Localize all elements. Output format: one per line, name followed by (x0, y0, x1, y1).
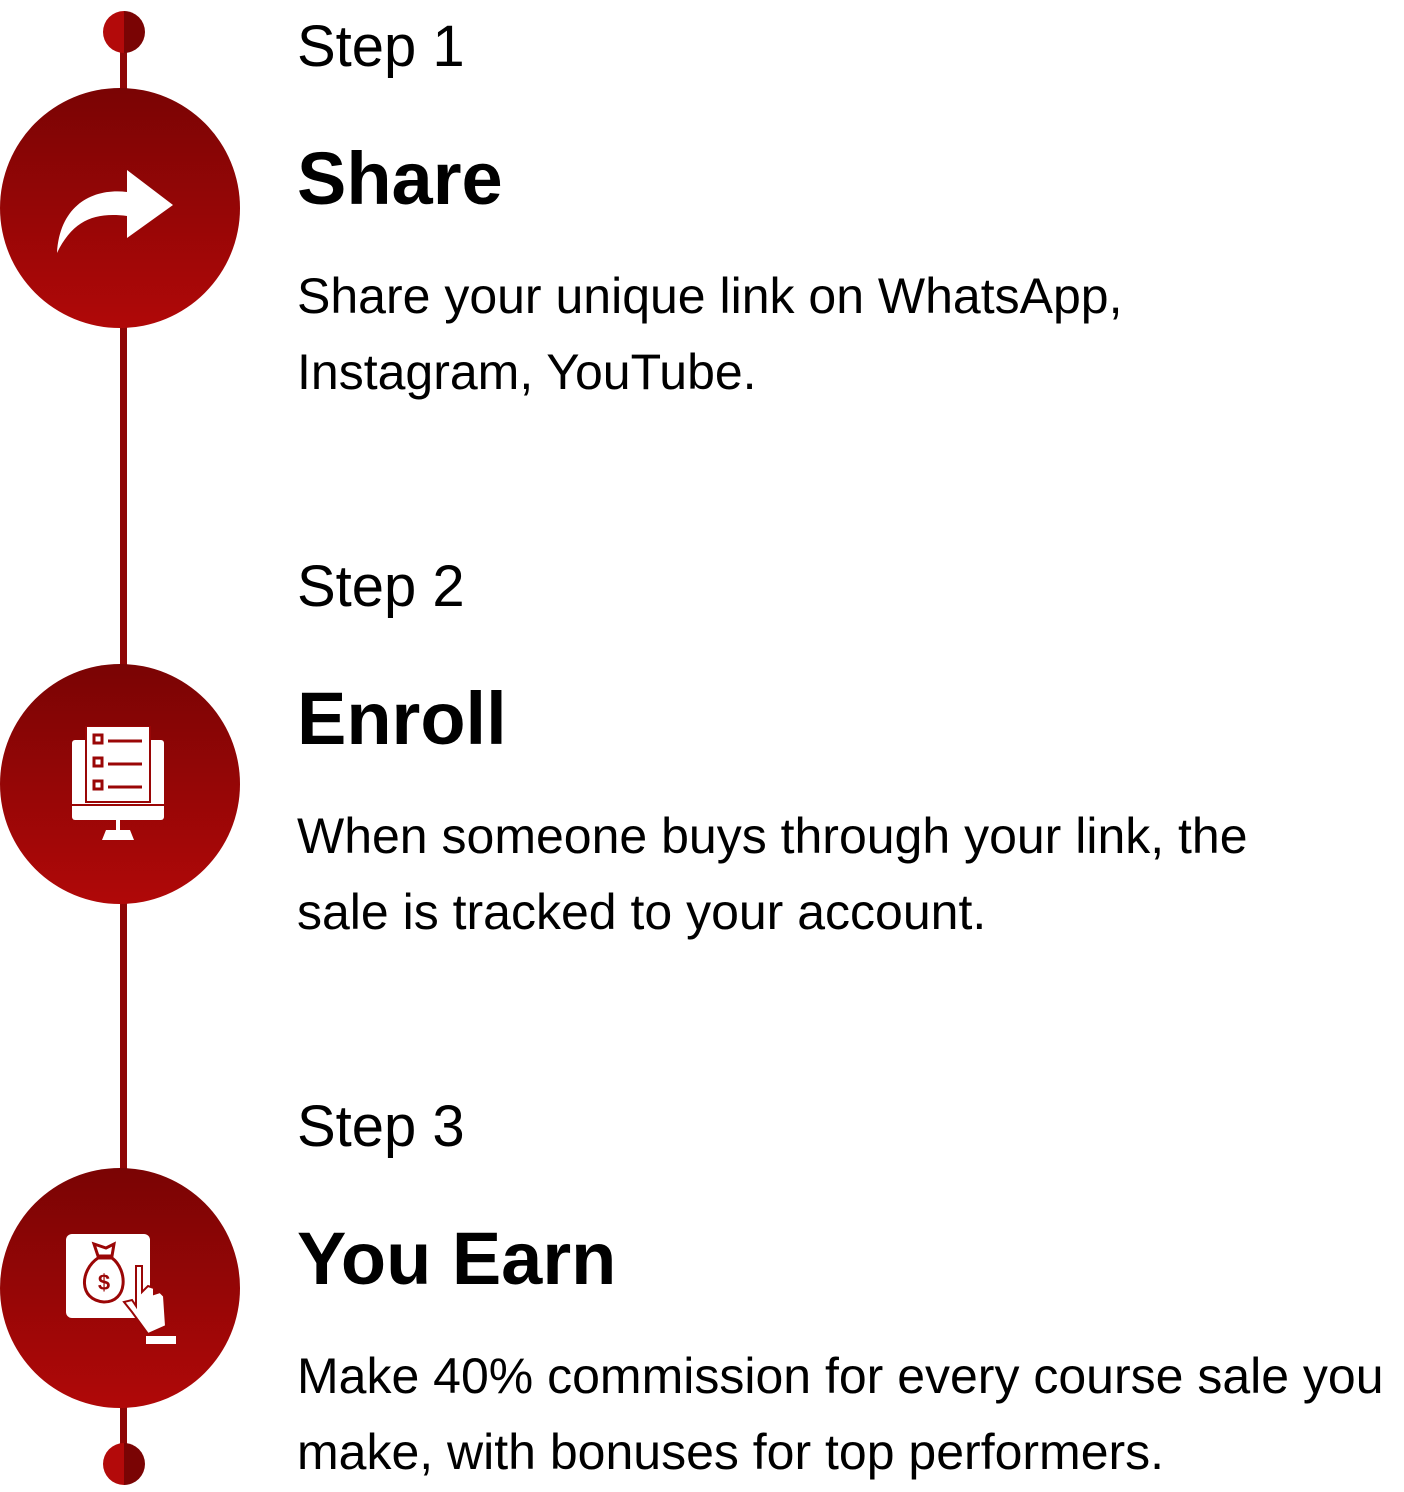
svg-text:$: $ (98, 1270, 110, 1295)
step-description: Make 40% commission for every course sal… (297, 1348, 1384, 1480)
step-3: Step 3 You Earn Make 40% commission for … (297, 1098, 1404, 1490)
step-title: You Earn (297, 1217, 617, 1300)
timeline-start-dot (103, 11, 145, 53)
step-2: Step 2 Enroll When someone buys through … (297, 558, 1277, 950)
step-label: Step 2 (297, 554, 465, 619)
money-bag-click-icon: $ (66, 1234, 176, 1344)
step-label: Step 1 (297, 14, 465, 79)
step-description: Share your unique link on WhatsApp, Inst… (297, 268, 1123, 400)
step-label: Step 3 (297, 1094, 465, 1159)
step-description: When someone buys through your link, the… (297, 808, 1248, 940)
step-2-icon-circle (0, 664, 240, 904)
step-1-icon-circle (0, 88, 240, 328)
share-arrow-icon (57, 170, 173, 253)
monitor-checklist-icon (72, 726, 164, 840)
step-title: Share (297, 137, 503, 220)
step-3-icon-circle: $ (0, 1168, 240, 1408)
step-1: Step 1 Share Share your unique link on W… (297, 18, 1227, 410)
timeline-end-dot (103, 1443, 145, 1485)
step-title: Enroll (297, 677, 507, 760)
